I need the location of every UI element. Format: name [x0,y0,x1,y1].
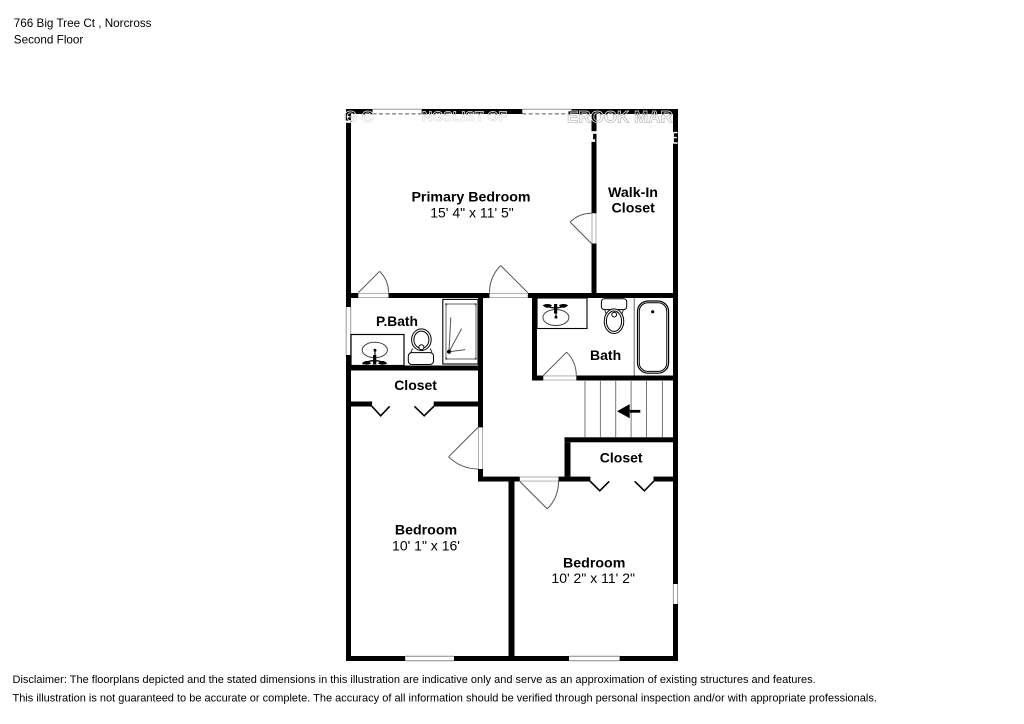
svg-text:Primary Bedroom: Primary Bedroom [411,190,530,206]
svg-text:10' 2" x 11' 2": 10' 2" x 11' 2" [551,570,635,586]
svg-text:Closet: Closet [394,377,437,393]
svg-text:Second Floor: Second Floor [14,34,84,47]
svg-text:Walk-In: Walk-In [608,185,658,201]
svg-text:Bath: Bath [590,347,621,363]
svg-text:10' 1" x 16': 10' 1" x 16' [392,537,460,553]
svg-text:Disclaimer: The floorplans dep: Disclaimer: The floorplans depicted and … [13,674,816,686]
svg-text:Closet: Closet [600,450,643,466]
svg-text:Closet: Closet [612,201,656,217]
svg-text:15' 4" x 11' 5": 15' 4" x 11' 5" [430,204,514,220]
svg-text:P.Bath: P.Bath [376,314,418,329]
svg-text:766 Big Tree Ct , Norcross: 766 Big Tree Ct , Norcross [14,17,152,30]
svg-text:Bedroom: Bedroom [395,523,457,539]
svg-text:Bedroom: Bedroom [563,555,625,571]
svg-text:This illustration is not guara: This illustration is not guaranteed to b… [13,692,877,704]
